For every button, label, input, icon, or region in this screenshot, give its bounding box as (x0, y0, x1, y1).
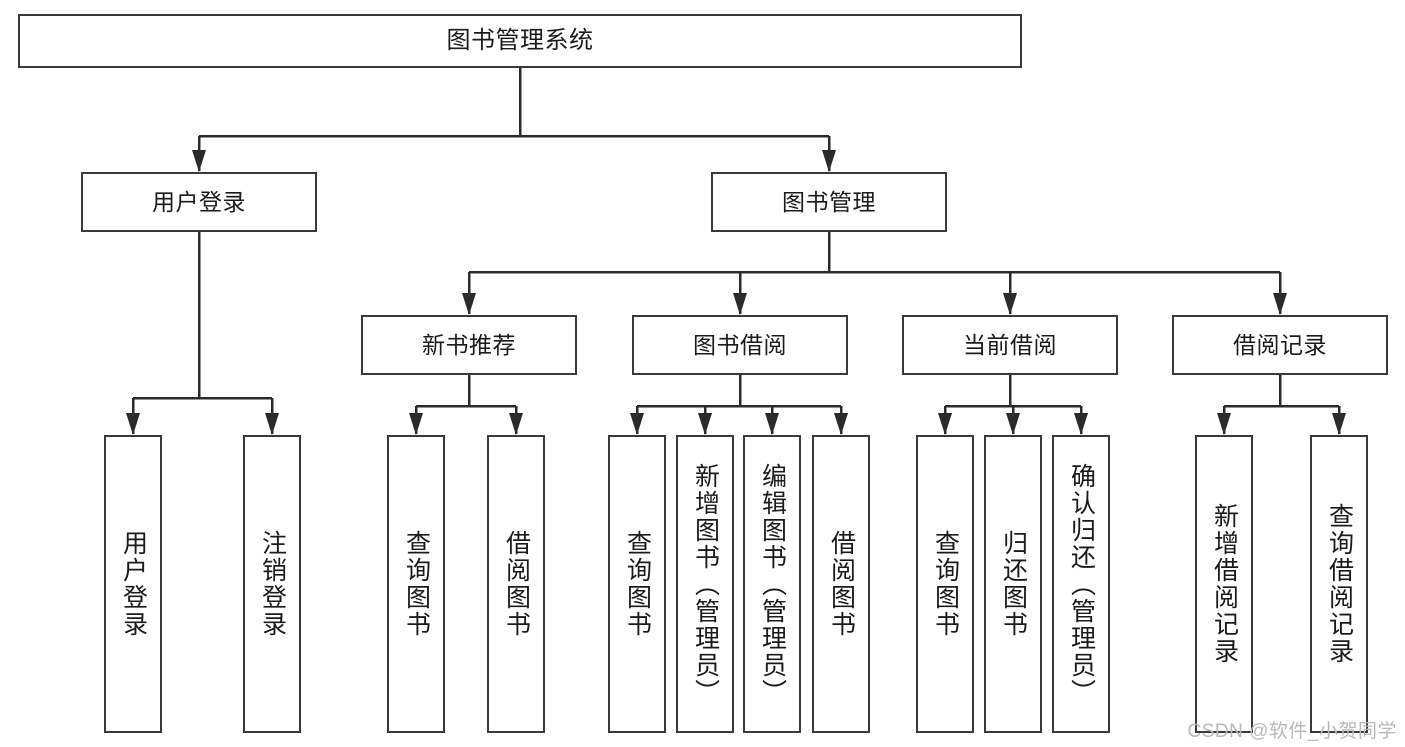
node-label: 查询借阅记录 (1325, 503, 1354, 665)
node-label: 查询图书 (623, 530, 652, 638)
node-label: 借阅记录 (1233, 331, 1327, 358)
node-label: 借阅图书 (502, 530, 531, 638)
node-l-bw-query[interactable]: 查询图书 (608, 435, 666, 733)
node-l-bw-borrow[interactable]: 借阅图书 (812, 435, 870, 733)
node-label: 注销登录 (258, 530, 287, 638)
node-newbook[interactable]: 新书推荐 (361, 315, 577, 375)
node-l-nb-query[interactable]: 查询图书 (387, 435, 445, 733)
node-label: 用户登录 (152, 188, 246, 215)
node-records[interactable]: 借阅记录 (1172, 315, 1388, 375)
node-root[interactable]: 图书管理系统 (18, 14, 1022, 68)
node-bookmgmt[interactable]: 图书管理 (711, 172, 947, 232)
node-l-bw-add[interactable]: 新增图书（管理员） (676, 435, 734, 733)
node-label: 查询图书 (402, 530, 431, 638)
node-label: 新书推荐 (422, 331, 516, 358)
node-label: 编辑图书（管理员） (758, 462, 787, 706)
node-l-nb-borrow[interactable]: 借阅图书 (487, 435, 545, 733)
node-l-cb-confirm[interactable]: 确认归还（管理员） (1052, 435, 1110, 733)
node-l-logout[interactable]: 注销登录 (243, 435, 301, 733)
node-l-rc-add[interactable]: 新增借阅记录 (1195, 435, 1253, 733)
node-current[interactable]: 当前借阅 (902, 315, 1118, 375)
node-label: 借阅图书 (827, 530, 856, 638)
node-l-cb-return[interactable]: 归还图书 (984, 435, 1042, 733)
node-borrow[interactable]: 图书借阅 (632, 315, 848, 375)
node-label: 当前借阅 (963, 331, 1057, 358)
node-label: 图书管理系统 (446, 27, 594, 55)
node-l-rc-query[interactable]: 查询借阅记录 (1310, 435, 1368, 733)
node-label: 归还图书 (999, 530, 1028, 638)
node-l-bw-edit[interactable]: 编辑图书（管理员） (743, 435, 801, 733)
node-l-cb-query[interactable]: 查询图书 (916, 435, 974, 733)
node-label: 用户登录 (119, 530, 148, 638)
watermark: CSDN @软件_小贺同学 (1187, 721, 1397, 742)
node-label: 新增借阅记录 (1210, 503, 1239, 665)
node-login[interactable]: 用户登录 (81, 172, 317, 232)
node-label: 新增图书（管理员） (691, 462, 720, 706)
node-label: 确认归还（管理员） (1067, 462, 1096, 706)
node-label: 查询图书 (931, 530, 960, 638)
node-label: 图书管理 (782, 188, 876, 215)
node-label: 图书借阅 (693, 331, 787, 358)
node-l-userlogin[interactable]: 用户登录 (104, 435, 162, 733)
